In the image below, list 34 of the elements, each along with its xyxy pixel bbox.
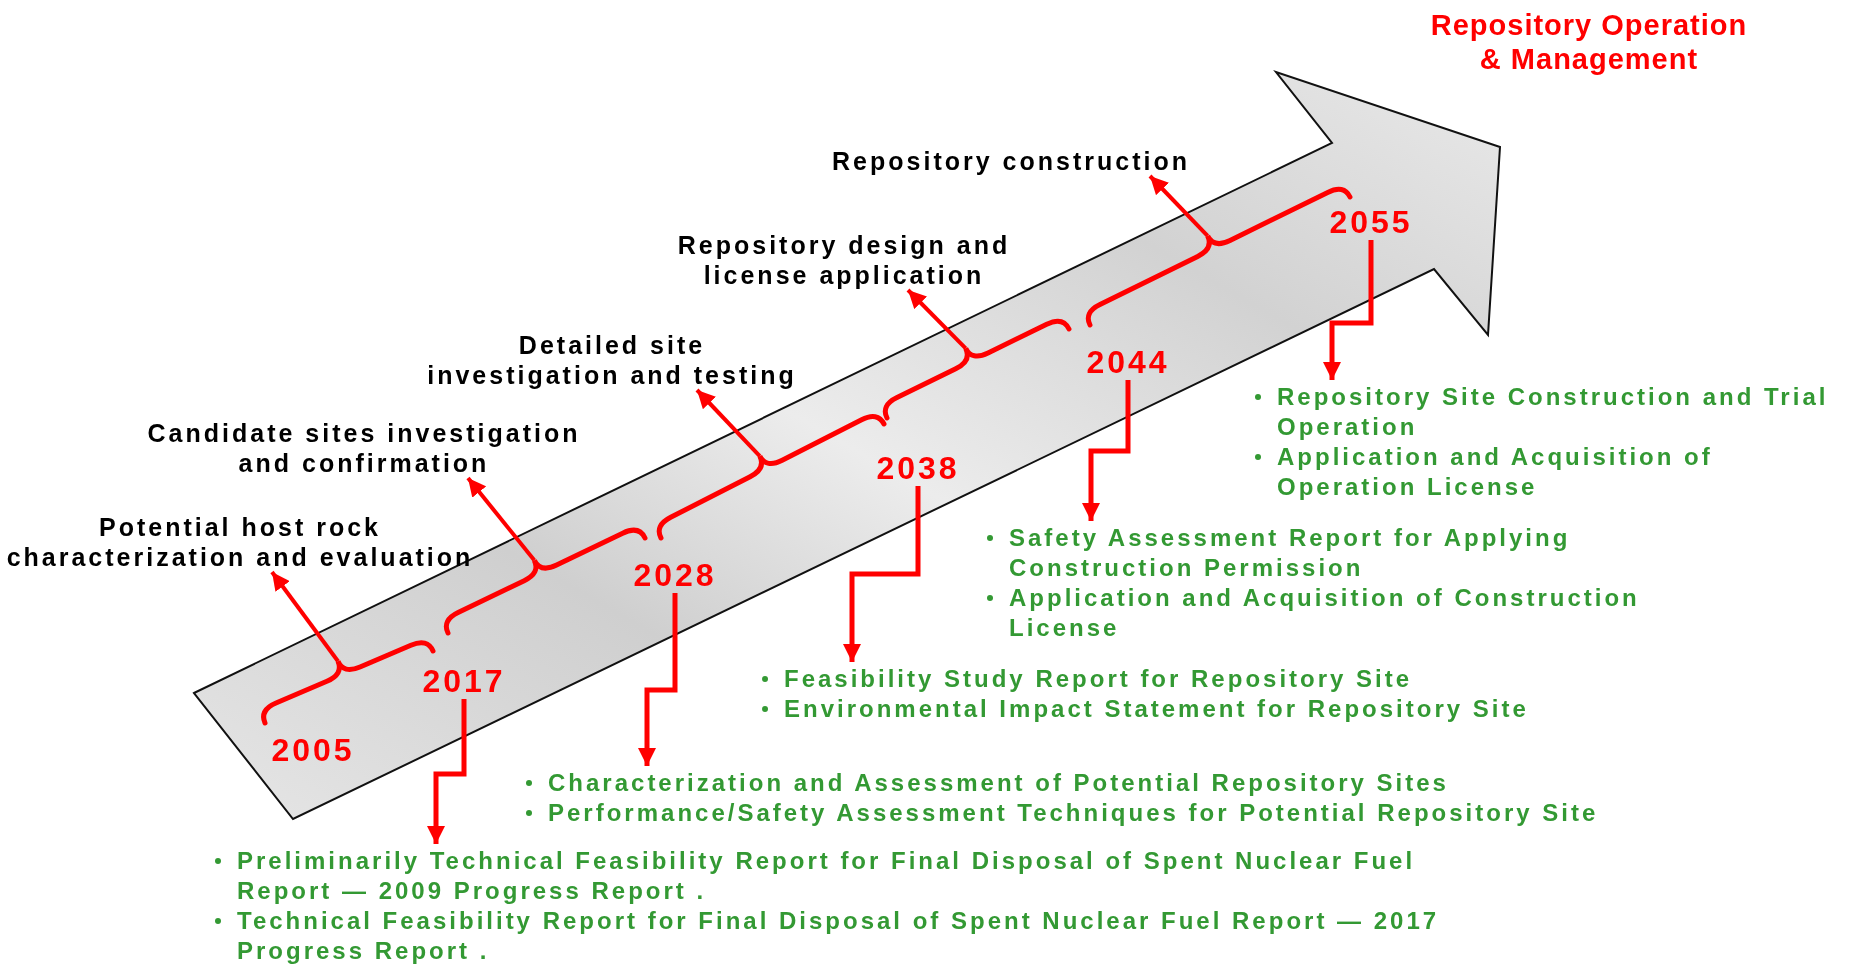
- deliverable-text: Application and Acquisition of Operation License: [1277, 442, 1714, 502]
- arrow: [427, 699, 467, 844]
- phase-label: Repository construction: [731, 146, 1291, 176]
- arrow: [638, 593, 678, 766]
- year-label: 2005: [271, 733, 355, 767]
- arrow: [695, 388, 762, 458]
- year-label: 2055: [1329, 205, 1413, 239]
- year-label: 2038: [876, 451, 960, 485]
- arrow: [906, 288, 968, 350]
- deliverable-text: Technical Feasibility Report for Final Disposal of Spent Nuclear Fuel Report — 2017 Progress Report .: [237, 906, 1441, 966]
- deliverable-text: Performance/Safety Assessment Techniques for Potential Repository Site: [548, 798, 1599, 828]
- deliverable-text: Safety Assessment Report for Applying Construction Permission: [1009, 523, 1572, 583]
- block-arrow: [192, 70, 1502, 821]
- year-label: 2028: [633, 558, 717, 592]
- arrow: [466, 476, 536, 562]
- arrow: [1082, 380, 1131, 521]
- year-label: 2017: [422, 664, 506, 698]
- arrow: [1148, 174, 1210, 238]
- arrow: [270, 570, 340, 663]
- phase-label: Candidate sites investigation and confirmation: [119, 418, 609, 478]
- deliverable-text: Preliminarily Technical Feasibility Report for Final Disposal of Spent Nuclear Fuel Report — 2009 Progress Report .: [237, 846, 1417, 906]
- deliverable-text: Characterization and Assessment of Potential Repository Sites: [548, 768, 1449, 798]
- phase-label: Repository design and license application: [644, 230, 1044, 290]
- deliverable-text: Repository Site Construction and Trial Operation: [1277, 382, 1830, 442]
- phase-label: Potential host rock characterization and evaluation: [0, 512, 490, 572]
- arrow: [843, 486, 921, 662]
- goal-label: Repository Operation & Management: [1329, 8, 1849, 76]
- deliverable-text: Application and Acquisition of Construction License: [1009, 583, 1641, 643]
- deliverable-text: Feasibility Study Report for Repository Site: [784, 664, 1413, 694]
- phase-label: Detailed site investigation and testing: [407, 330, 817, 390]
- year-label: 2044: [1086, 345, 1170, 379]
- curly-brace: [882, 318, 1072, 421]
- deliverable-text: Environmental Impact Statement for Repository Site: [784, 694, 1529, 724]
- arrow: [1323, 240, 1374, 380]
